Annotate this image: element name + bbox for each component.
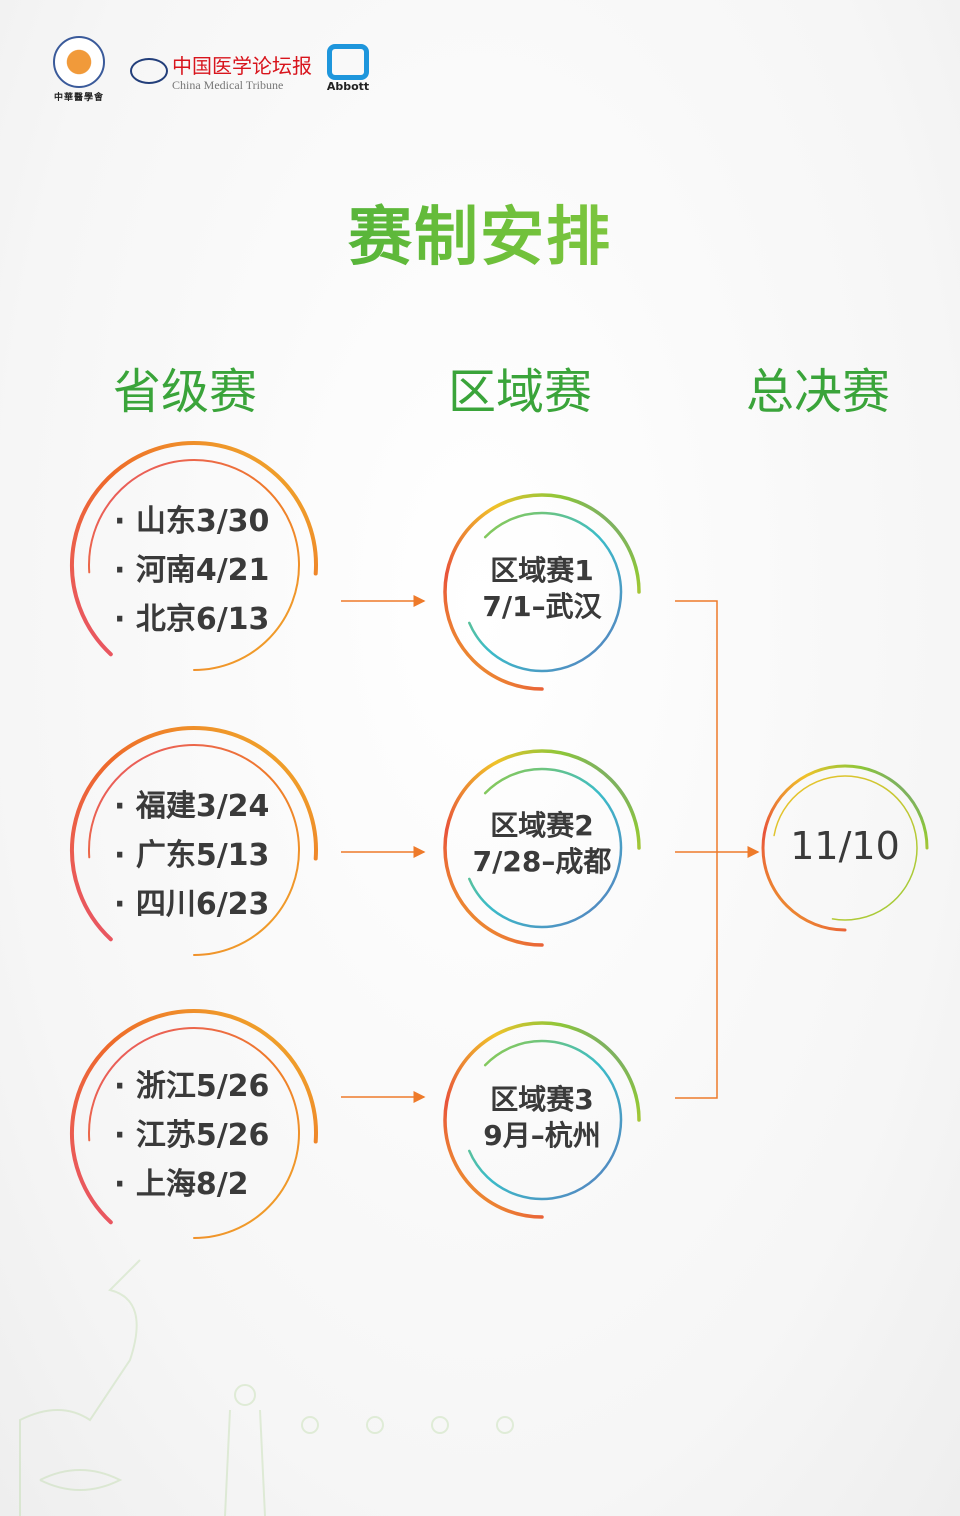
cma-logo: 中華醫學會: [50, 36, 108, 103]
provincial-inner-ring: [88, 1027, 300, 1239]
logo-bar: 中華醫學會 中国医学论坛报 China Medical Tribune Abbo…: [50, 36, 380, 106]
provincial-outer-ring: [70, 441, 318, 657]
provincial-inner-ring: [88, 459, 300, 671]
regional-2: 区域赛2 7/28–成都: [442, 808, 642, 880]
page-title: 赛制安排: [0, 186, 960, 278]
abbott-mark-icon: [327, 44, 369, 80]
provincial-outer-ring: [70, 726, 318, 942]
regional-name: 区域赛2: [490, 809, 594, 842]
globe-icon: [130, 58, 168, 84]
cmt-logo-cn: 中国医学论坛报: [172, 54, 312, 78]
regional-detail: 9月–杭州: [483, 1119, 601, 1152]
provincial-group-3: · 浙江5/26 · 江苏5/26 · 上海8/2: [114, 1062, 269, 1209]
provincial-item: · 河南4/21: [114, 553, 270, 588]
decor-figures: [19, 1259, 514, 1516]
cma-logo-text: 中華醫學會: [53, 93, 104, 103]
final-outer-ring: [761, 764, 929, 932]
cmt-logo-en: China Medical Tribune: [172, 78, 284, 92]
provincial-item: · 江苏5/26: [114, 1118, 270, 1153]
bracket-connector: [675, 600, 718, 1099]
provincial-item: · 上海8/2: [114, 1167, 249, 1202]
provincial-item: · 浙江5/26: [114, 1069, 270, 1104]
abbott-logo: Abbott: [325, 44, 371, 93]
cma-seal-icon: [53, 36, 105, 88]
regional-outer-ring: [443, 749, 641, 947]
provincial-inner-ring: [88, 744, 300, 956]
regional-inner-ring: [468, 1039, 623, 1201]
regional-1: 区域赛1 7/1–武汉: [442, 553, 642, 625]
provincial-group-1: · 山东3/30 · 河南4/21 · 北京6/13: [114, 497, 269, 644]
provincial-item: · 山东3/30: [114, 504, 270, 539]
provincial-item: · 福建3/24: [114, 789, 270, 824]
final-date: 11/10: [790, 824, 900, 868]
regional-outer-ring: [443, 1021, 641, 1219]
regional-inner-ring: [468, 511, 623, 673]
provincial-group-2: · 福建3/24 · 广东5/13 · 四川6/23: [114, 782, 269, 929]
regional-3: 区域赛3 9月–杭州: [442, 1082, 642, 1154]
stage-header-provincial: 省级赛: [112, 364, 257, 420]
regional-detail: 7/28–成都: [472, 845, 612, 878]
stage-header-final: 总决赛: [745, 364, 890, 420]
regional-detail: 7/1–武汉: [482, 590, 602, 623]
provincial-item: · 广东5/13: [114, 838, 270, 873]
provincial-item: · 四川6/23: [114, 887, 270, 922]
provincial-outer-ring: [70, 1009, 318, 1225]
regional-inner-ring: [468, 767, 623, 929]
regional-name: 区域赛1: [490, 554, 594, 587]
regional-name: 区域赛3: [490, 1083, 594, 1116]
abbott-logo-text: Abbott: [326, 80, 370, 93]
final-inner-ring: [773, 775, 918, 921]
provincial-item: · 北京6/13: [114, 602, 270, 637]
stage-header-regional: 区域赛: [447, 364, 592, 420]
regional-outer-ring: [443, 493, 641, 691]
